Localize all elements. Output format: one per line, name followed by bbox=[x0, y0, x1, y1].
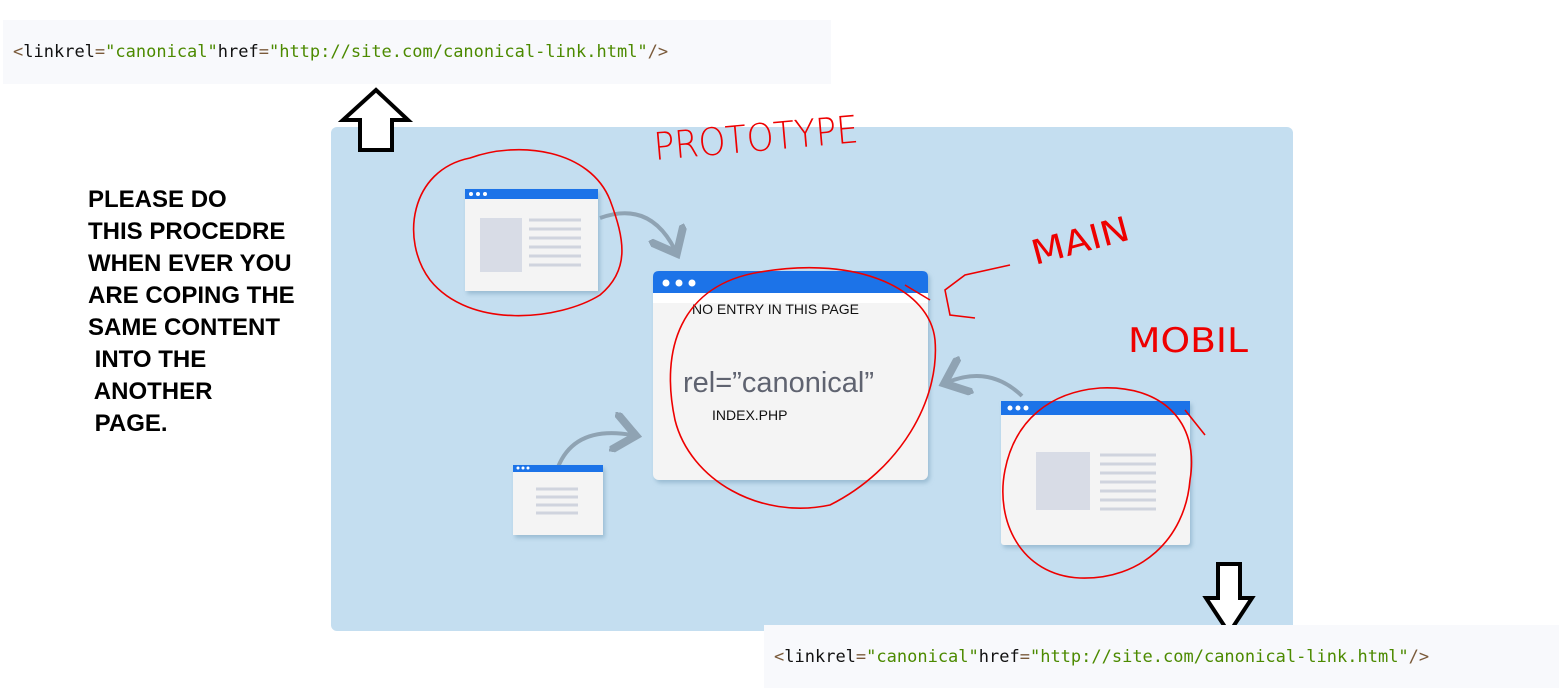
code-attr: rel bbox=[825, 646, 856, 667]
canonical-code-top: <link rel="canonical" href="http://site.… bbox=[3, 20, 831, 84]
main-window-file: INDEX.PHP bbox=[712, 407, 787, 423]
handwritten-main: MAIN bbox=[1027, 209, 1134, 274]
arrow-prototype-to-main bbox=[599, 211, 675, 250]
arrow-mobile-to-main bbox=[948, 376, 1024, 398]
instruction-note: PLEASE DO THIS PROCEDRE WHEN EVER YOU AR… bbox=[88, 184, 295, 440]
main-window bbox=[653, 271, 928, 480]
handwritten-mobile: MOBIL bbox=[1128, 321, 1248, 361]
code-string: "http://site.com/canonical-link.html" bbox=[1029, 646, 1409, 667]
code-attr: href bbox=[978, 646, 1020, 667]
note-line: PLEASE DO bbox=[88, 186, 227, 213]
code-punct: = bbox=[855, 646, 867, 667]
code-tag: link bbox=[23, 42, 65, 62]
main-window-header: NO ENTRY IN THIS PAGE bbox=[692, 301, 859, 317]
code-string: "http://site.com/canonical-link.html" bbox=[268, 42, 648, 62]
note-line: PAGE. bbox=[88, 410, 168, 437]
code-punct: = bbox=[1019, 646, 1030, 667]
arrow-small-to-main bbox=[556, 433, 632, 468]
code-punct: = bbox=[258, 42, 269, 62]
note-line: SAME CONTENT bbox=[88, 314, 280, 341]
small-window bbox=[513, 465, 603, 535]
code-punct: < bbox=[774, 646, 785, 667]
code-punct: = bbox=[94, 42, 106, 62]
up-arrow-icon bbox=[337, 87, 414, 152]
code-punct: /> bbox=[647, 42, 669, 62]
mobile-window bbox=[1001, 401, 1190, 545]
code-string: "canonical" bbox=[866, 646, 979, 667]
code-tag: link bbox=[784, 646, 826, 667]
note-line: WHEN EVER YOU bbox=[88, 250, 292, 277]
code-punct: < bbox=[13, 42, 24, 62]
note-line: INTO THE bbox=[88, 346, 207, 373]
code-attr: href bbox=[217, 42, 259, 62]
code-punct: /> bbox=[1408, 646, 1430, 667]
red-annotations bbox=[412, 148, 1206, 579]
down-arrow-icon bbox=[1202, 562, 1256, 637]
main-window-title: rel=”canonical” bbox=[683, 367, 874, 399]
note-line: ANOTHER bbox=[88, 378, 213, 405]
window-dots-icon bbox=[662, 279, 696, 287]
code-string: "canonical" bbox=[105, 42, 218, 62]
code-attr: rel bbox=[64, 42, 95, 62]
handwritten-prototype: PROTOTYPE bbox=[652, 107, 860, 169]
note-line: ARE COPING THE bbox=[88, 282, 295, 309]
note-line: THIS PROCEDRE bbox=[88, 218, 286, 245]
canonical-code-bottom: <link rel="canonical" href="http://site.… bbox=[764, 625, 1559, 688]
